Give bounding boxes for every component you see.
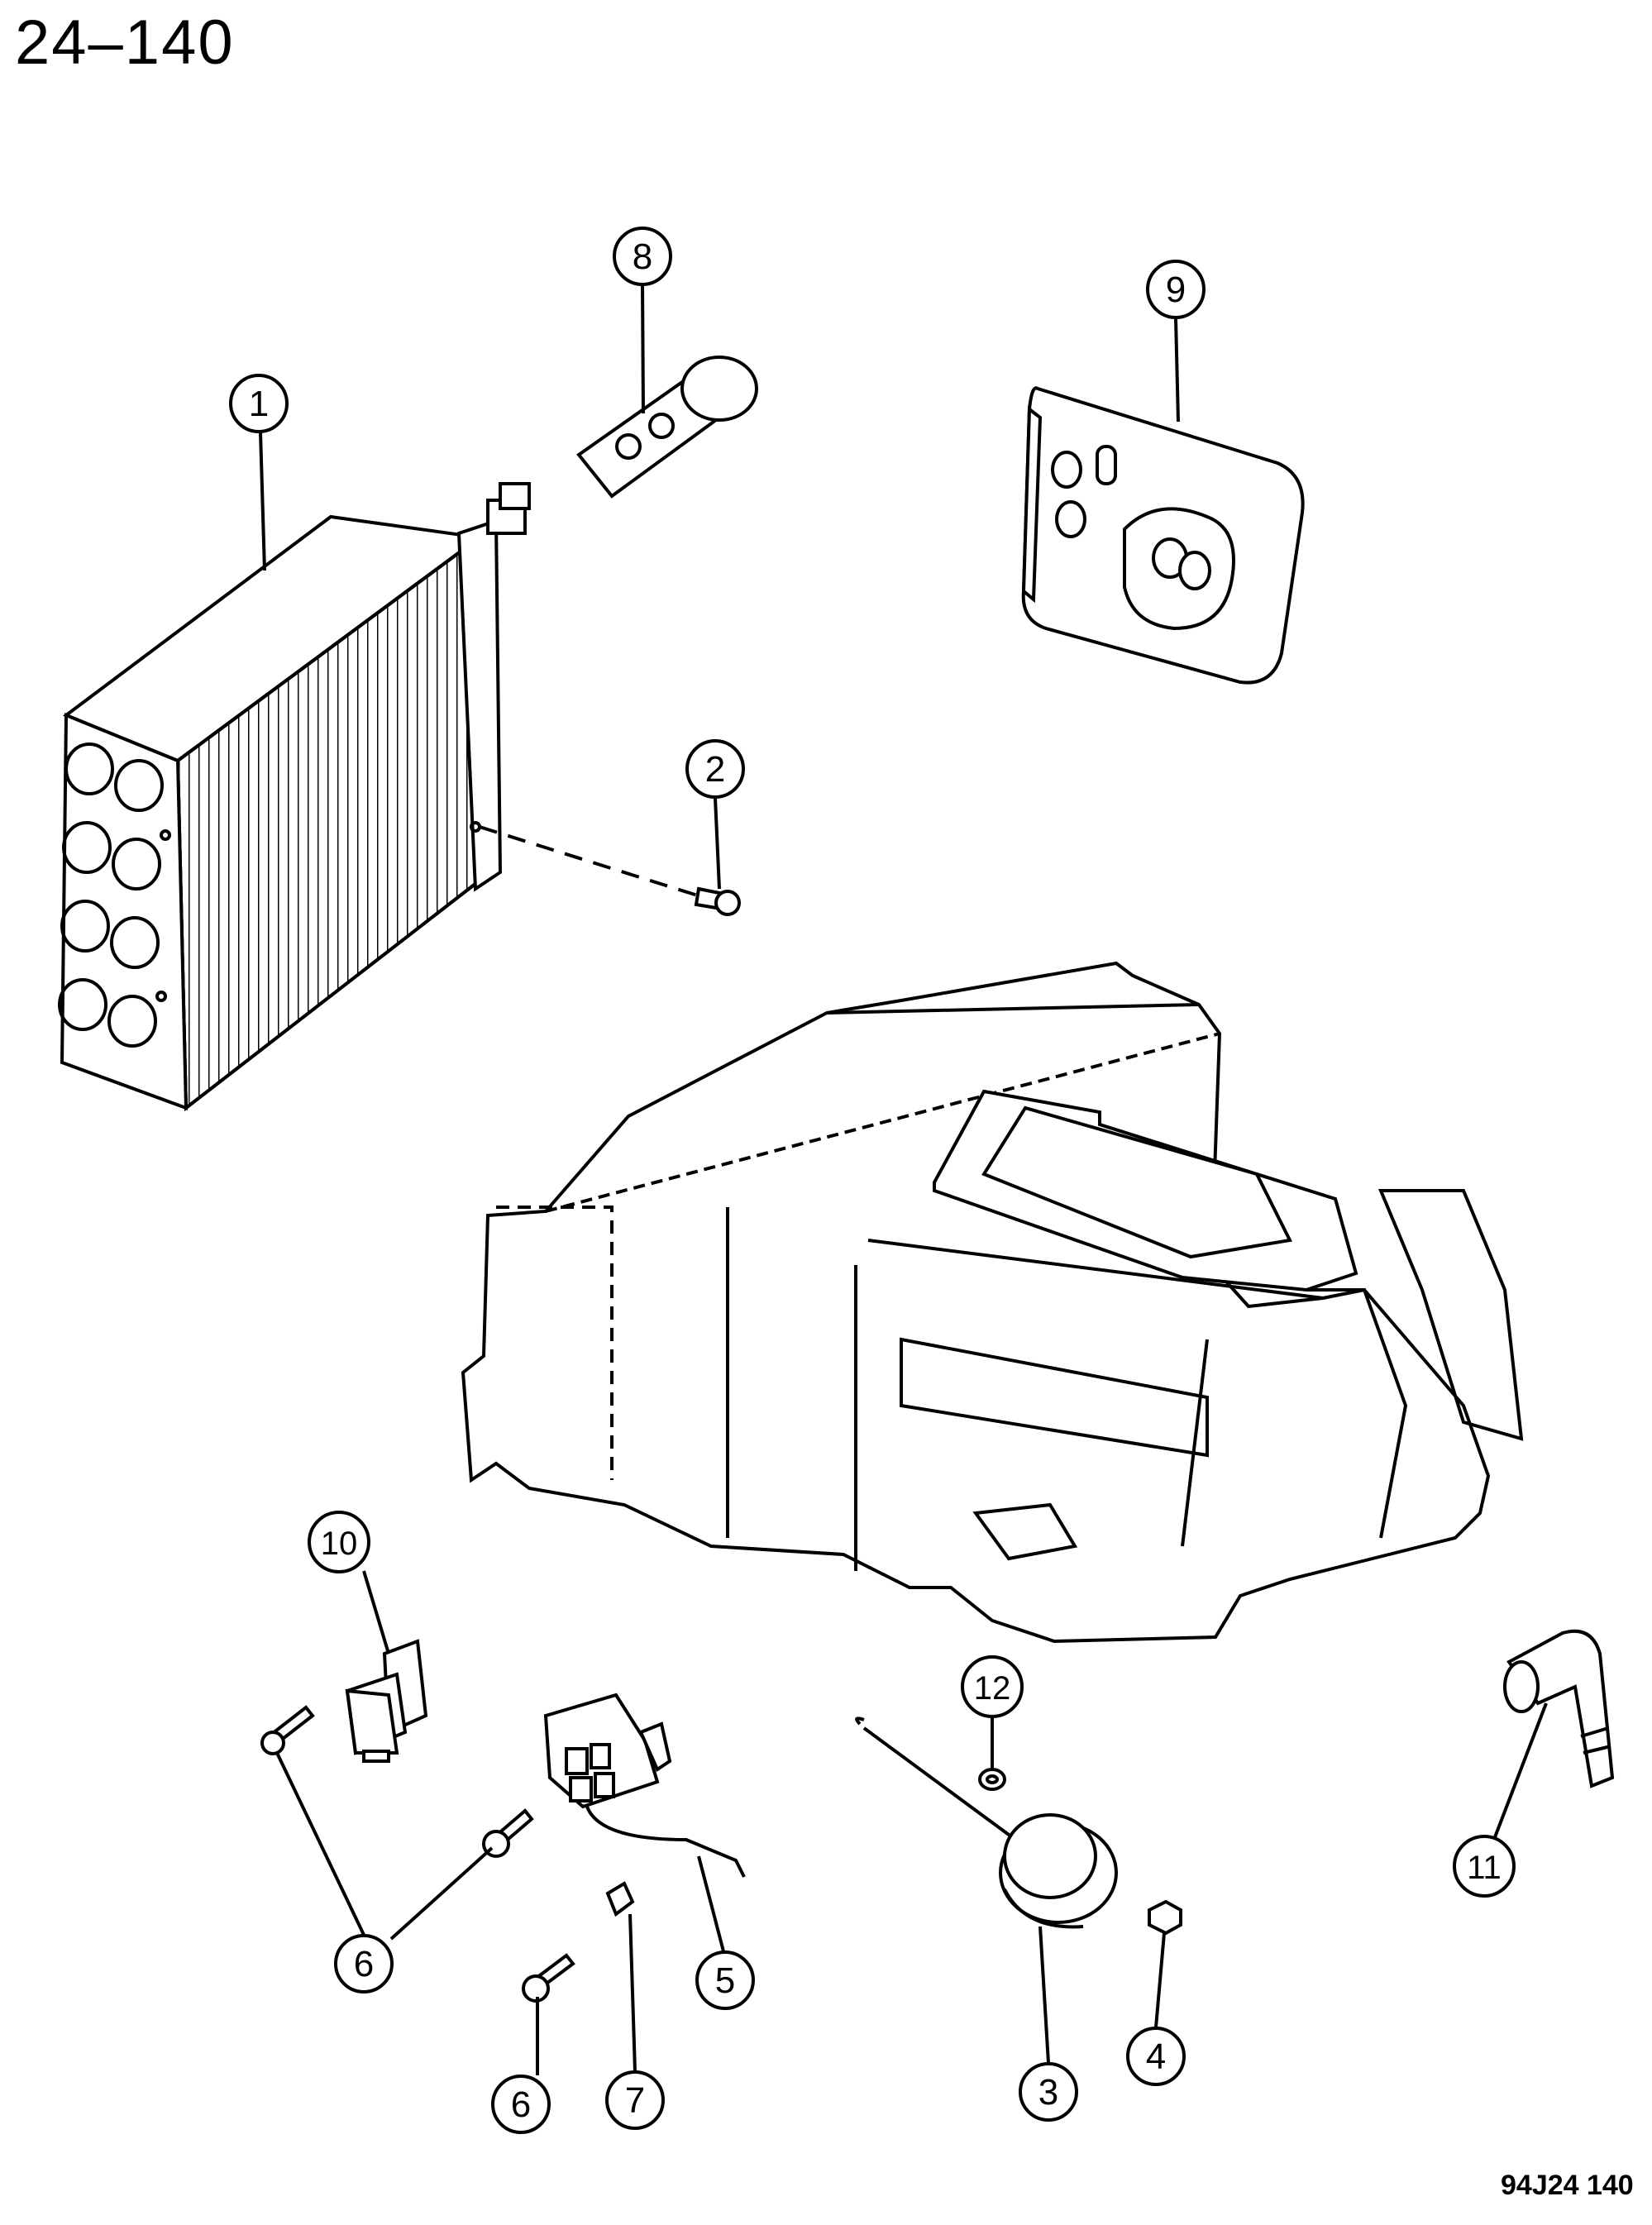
page-number: 24–140 — [15, 7, 235, 78]
drain-hose — [1503, 1629, 1615, 1788]
screw — [479, 825, 741, 916]
callout-1: 1 — [229, 374, 289, 433]
callout-6a: 6 — [334, 1934, 394, 1993]
nut — [1148, 1899, 1182, 1936]
leader-lines — [259, 283, 1548, 2075]
callout-12: 12 — [961, 1655, 1024, 1718]
expansion-valve — [576, 356, 758, 499]
callout-9-label: 9 — [1166, 270, 1186, 310]
callout-1-label: 1 — [249, 384, 269, 424]
relay — [345, 1639, 428, 1763]
vacuum-actuator — [855, 1716, 1118, 1929]
callout-5-label: 5 — [715, 1960, 735, 2001]
callout-11: 11 — [1453, 1835, 1516, 1898]
callout-2: 2 — [685, 739, 745, 799]
callout-3-label: 3 — [1038, 2072, 1058, 2113]
callout-10-label: 10 — [321, 1526, 358, 1562]
callout-7: 7 — [605, 2070, 665, 2130]
callout-6b: 6 — [491, 2075, 551, 2134]
callout-5: 5 — [695, 1950, 755, 2010]
clip — [605, 1881, 635, 1917]
callout-4-label: 4 — [1146, 2036, 1166, 2077]
blower-resistor — [543, 1693, 746, 1878]
callout-2-label: 2 — [705, 749, 725, 790]
callout-8: 8 — [613, 227, 672, 286]
figure-code: 94J24 140 — [1501, 2170, 1634, 2201]
evaporator-core — [58, 482, 531, 1112]
screws — [260, 1705, 575, 2003]
callout-6b-label: 6 — [511, 2084, 531, 2125]
callout-12-label: 12 — [974, 1670, 1011, 1707]
callout-10: 10 — [308, 1511, 370, 1573]
hvac-housing — [461, 961, 1524, 1644]
callout-3: 3 — [1019, 2062, 1078, 2122]
callout-7-label: 7 — [625, 2080, 645, 2121]
callout-11-label: 11 — [1467, 1850, 1502, 1886]
callout-6a-label: 6 — [354, 1944, 374, 1984]
callout-8-label: 8 — [633, 236, 652, 277]
callout-4: 4 — [1126, 2027, 1186, 2086]
gasket — [1021, 386, 1305, 685]
washer — [978, 1768, 1006, 1791]
callout-9: 9 — [1146, 260, 1206, 319]
